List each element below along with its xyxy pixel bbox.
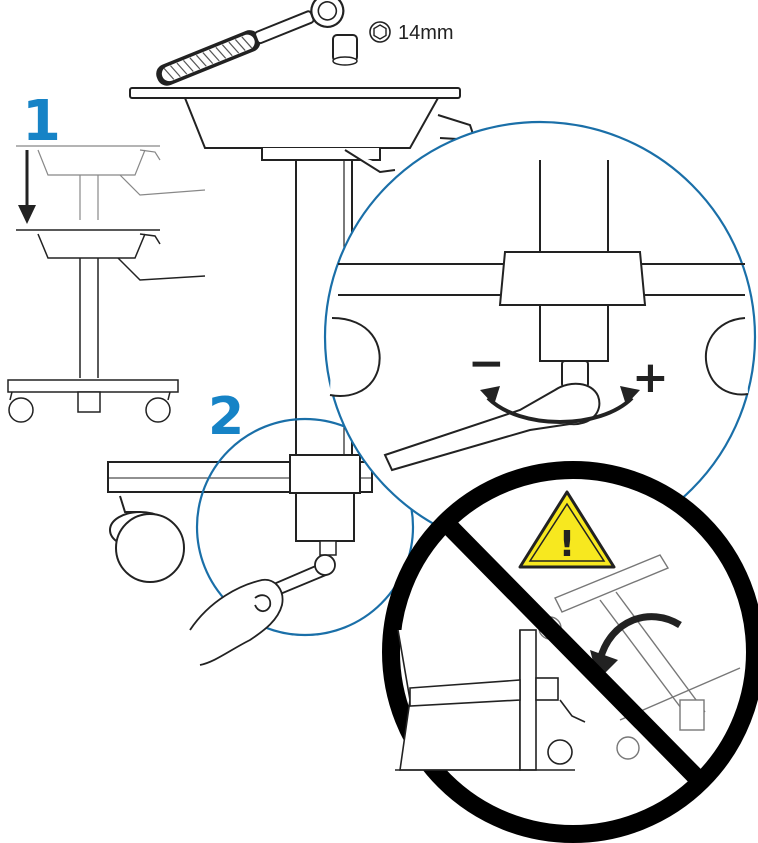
tool-size-label: 14mm — [398, 22, 454, 44]
warning-exclamation: ! — [559, 524, 575, 565]
step-1-cart-illustration — [7, 145, 206, 423]
socket-wrench-illustration — [156, 0, 358, 86]
step-1-number: 1 — [22, 89, 61, 154]
prohibition-sign — [382, 461, 758, 843]
hex-socket-icon — [369, 21, 391, 43]
hand-wrench-detail-circle — [189, 417, 415, 666]
warning-triangle-icon: ! — [518, 490, 616, 569]
bolt-adjust-detail-circle: − + — [323, 120, 757, 554]
increase-sign: + — [632, 352, 669, 403]
step-2-number: 2 — [208, 387, 244, 447]
decrease-sign: − — [468, 338, 505, 389]
